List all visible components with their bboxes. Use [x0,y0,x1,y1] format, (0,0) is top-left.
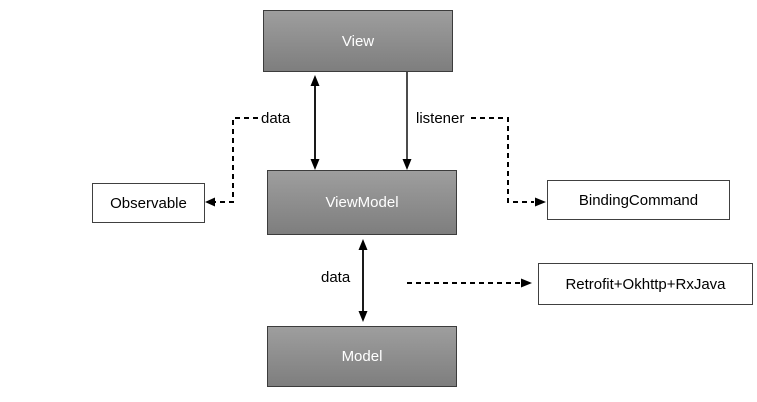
node-bindingcommand-label: BindingCommand [578,191,699,209]
node-bindingcommand: BindingCommand [547,180,730,220]
edge-label-data-view-viewmodel: data [261,110,291,127]
node-model: Model [267,326,457,387]
node-view: View [263,10,453,72]
node-observable: Observable [92,183,205,223]
dashed-connector-network [407,278,532,288]
arrow-view-viewmodel-listener [402,72,412,170]
dashed-connector-bindingcommand [471,117,546,207]
dashed-connector-observable [205,117,258,207]
edge-label-listener: listener [416,110,465,127]
node-view-label: View [341,32,375,50]
node-observable-label: Observable [110,194,187,212]
arrow-viewmodel-model-data [358,239,368,322]
edge-label-data-viewmodel-model: data [321,269,351,286]
node-model-label: Model [341,348,383,365]
node-retrofit-okhttp-rxjava: Retrofit+Okhttp+RxJava [538,263,753,305]
arrow-view-viewmodel-data [310,75,320,170]
node-viewmodel-label: ViewModel [325,194,399,211]
node-retrofit-label: Retrofit+Okhttp+RxJava [565,275,726,293]
node-viewmodel: ViewModel [267,170,457,235]
